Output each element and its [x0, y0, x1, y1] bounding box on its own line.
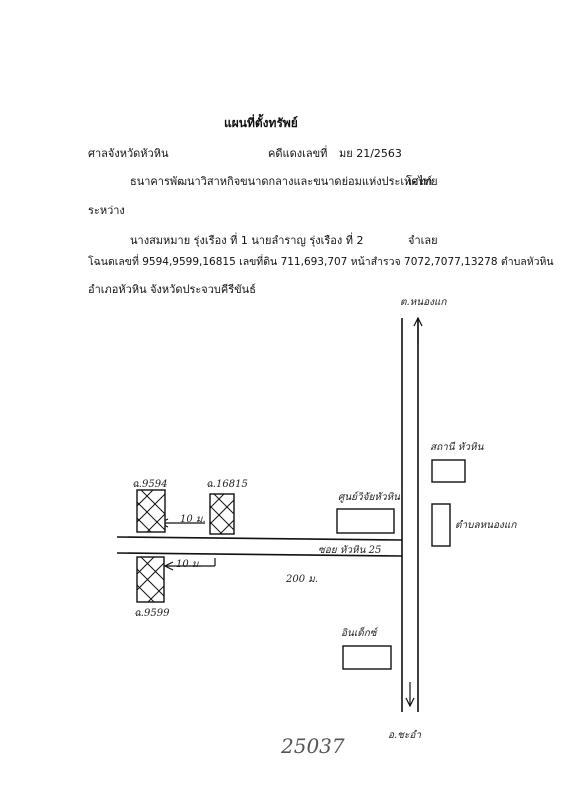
label-parcel-9599: ฉ.9599: [134, 608, 170, 619]
school-building: [336, 508, 395, 534]
plaintiff-name: ธนาคารพัฒนาวิสาหกิจขนาดกลางและขนาดย่อมแห…: [130, 175, 438, 188]
deed-line: โฉนดเลขที่ 9594,9599,16815 เลขที่ดิน 711…: [88, 256, 554, 268]
handwritten-number: 25037: [281, 734, 345, 758]
label-market: อินเด็กซ์: [341, 628, 377, 639]
label-temple: ตำบลหนองแก: [455, 520, 517, 531]
between-label: ระหว่าง: [88, 204, 125, 217]
document-title: แผนที่ตั้งทรัพย์: [224, 116, 298, 130]
label-distance-road: 200 ม.: [286, 574, 319, 585]
market-building: [342, 645, 392, 670]
police-building: [431, 459, 466, 483]
court-name: ศาลจังหวัดหัวหิน: [88, 147, 169, 160]
temple-building: [431, 503, 451, 547]
parcel-16815-box: [209, 493, 235, 535]
case-label: คดีแดงเลขที่: [268, 147, 328, 160]
label-south-destination: อ.ชะอำ: [388, 730, 421, 741]
label-school: ศูนย์วิจัยหัวหิน: [338, 492, 401, 503]
label-parcel-9594: ฉ.9594: [132, 479, 168, 490]
district-line: อำเภอหัวหิน จังหวัดประจวบคีรีขันธ์: [88, 283, 256, 296]
plaintiff-role: โจทก์: [406, 175, 433, 188]
label-soi: ซอย หัวหิน 25: [318, 545, 382, 556]
label-police: สถานี หัวหิน: [430, 442, 484, 453]
label-parcel-16815: ฉ.16815: [206, 479, 248, 490]
label-distance-upper: 10 ม.: [180, 514, 206, 525]
soi-road-top-edge: [116, 536, 403, 541]
soi-road-bottom-edge: [116, 552, 403, 557]
label-distance-lower: 10 ม.: [176, 559, 202, 570]
defendant-role: จำเลย: [408, 234, 438, 247]
label-north-destination: ต.หนองแก: [400, 297, 447, 308]
case-number: มย 21/2563: [339, 147, 402, 160]
defendants-names: นางสมหมาย รุ่งเรือง ที่ 1 นายลำราญ รุ่งเ…: [130, 234, 364, 247]
parcel-9599-box: [136, 556, 165, 603]
